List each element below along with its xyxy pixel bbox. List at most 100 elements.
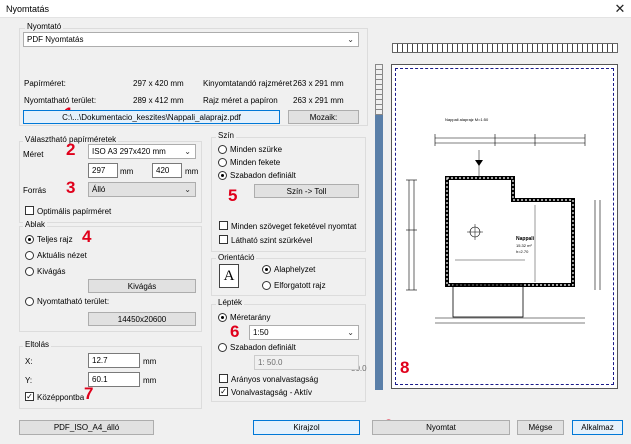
- cut-radio[interactable]: [25, 267, 34, 276]
- paper-size-select-value: ISO A3 297x420 mm: [92, 147, 166, 156]
- room-height: h=2.70: [516, 249, 529, 254]
- callout-8: 8: [400, 358, 410, 377]
- source-select-value: Álló: [92, 185, 106, 194]
- print-button[interactable]: Nyomtat: [372, 420, 510, 435]
- paper-height-unit: mm: [185, 167, 199, 176]
- callout-3: 3: [66, 178, 76, 197]
- linewidth-active-label: Vonalvastagság - Aktív: [231, 388, 312, 397]
- color-group: [211, 137, 366, 252]
- color-group-label: Szín: [216, 131, 237, 140]
- preset-button[interactable]: PDF_ISO_A4_álló: [19, 420, 154, 435]
- layers-gray-label: Látható szint szürkével: [231, 236, 313, 245]
- chevron-down-icon: ⌄: [184, 147, 191, 156]
- cancel-button[interactable]: Mégse: [517, 420, 564, 435]
- orientation-basic-label: Alaphelyzet: [274, 265, 316, 274]
- window-group-label: Ablak: [23, 220, 48, 229]
- full-drawing-radio[interactable]: [25, 235, 34, 244]
- apply-button[interactable]: Alkalmaz: [572, 420, 623, 435]
- callout-6: 6: [230, 322, 240, 341]
- layers-gray-checkbox[interactable]: [219, 235, 228, 244]
- callout-5: 5: [228, 186, 238, 205]
- window-group: [19, 226, 202, 332]
- printable-area-value: 289 x 412 mm: [133, 96, 184, 105]
- callout-7: 7: [84, 384, 94, 403]
- scale-group: [211, 304, 366, 402]
- offset-y-label: Y:: [25, 376, 33, 385]
- offset-y-input[interactable]: 60.1: [88, 372, 140, 387]
- draw-button[interactable]: Kirajzol: [253, 420, 360, 435]
- source-label: Forrás: [23, 186, 47, 195]
- plan-on-paper-label: Rajz méret a papíron: [203, 96, 278, 105]
- offset-x-unit: mm: [143, 357, 157, 366]
- printer-select[interactable]: PDF Nyomtatás ⌄: [23, 32, 359, 47]
- custom-scale-label: Szabadon definiált: [230, 343, 296, 352]
- orientation-rotated-radio[interactable]: [262, 281, 271, 290]
- all-black-label: Minden fekete: [230, 158, 281, 167]
- close-icon[interactable]: ✕: [614, 1, 626, 16]
- source-select[interactable]: Álló ⌄: [88, 182, 196, 197]
- current-view-radio[interactable]: [25, 251, 34, 260]
- all-text-black-label: Minden szöveget feketével nyomtat: [231, 222, 357, 231]
- custom-color-label: Szabadon definiált: [230, 171, 296, 180]
- chevron-down-icon: ⌄: [347, 328, 354, 337]
- ratio-select[interactable]: 1:50 ⌄: [249, 325, 359, 340]
- custom-scale-field[interactable]: 1: 50.0: [254, 355, 359, 370]
- printable-area-radio-label: Nyomtatható terület:: [37, 297, 110, 306]
- printable-area-frame: [395, 68, 614, 385]
- offset-y-unit: mm: [143, 376, 157, 385]
- preview-scrollbar-thumb[interactable]: [375, 115, 383, 390]
- orientation-group: [211, 258, 366, 296]
- window-title: Nyomtatás: [6, 4, 50, 14]
- paper-size-select[interactable]: ISO A3 297x420 mm ⌄: [88, 144, 196, 159]
- full-drawing-label: Teljes rajz: [37, 235, 73, 244]
- custom-scale-radio[interactable]: [218, 343, 227, 352]
- room-area: 15.32 m²: [516, 243, 532, 248]
- offset-x-label: X:: [25, 357, 33, 366]
- scale-group-label: Lépték: [216, 298, 245, 307]
- preview-top-ruler[interactable]: [392, 43, 618, 53]
- optimal-size-checkbox[interactable]: [25, 206, 34, 215]
- paper-height-input[interactable]: 420: [152, 163, 182, 178]
- paper-size-value: 297 x 420 mm: [133, 79, 184, 88]
- floor-plan-drawing: [406, 134, 601, 324]
- all-gray-label: Minden szürke: [230, 145, 283, 154]
- callout-4: 4: [82, 227, 92, 246]
- chevron-down-icon: ⌄: [184, 185, 191, 194]
- all-black-radio[interactable]: [218, 158, 227, 167]
- cut-label: Kivágás: [37, 267, 66, 276]
- printable-area-radio[interactable]: [25, 297, 34, 306]
- printer-group: [19, 28, 368, 126]
- orientation-rotated-label: Elforgatott rajz: [274, 281, 326, 290]
- cut-button[interactable]: Kivágás: [88, 279, 196, 293]
- pdf-path-button[interactable]: C:\...\Dokumentacio_keszites\Nappali_ala…: [23, 110, 280, 124]
- printable-area-button[interactable]: 14450x20600: [88, 312, 196, 326]
- paper-width-unit: mm: [120, 167, 134, 176]
- size-label: Méret: [23, 150, 44, 159]
- custom-color-radio[interactable]: [218, 171, 227, 180]
- offset-x-input[interactable]: 12.7: [88, 353, 140, 368]
- paper-size-label: Papírméret:: [24, 79, 66, 88]
- print-preview-page: [391, 64, 618, 389]
- callout-2: 2: [66, 140, 76, 159]
- plan-title: Nappali alaprajz M=1:50: [445, 117, 489, 122]
- room-name: Nappali: [516, 236, 535, 242]
- printer-select-value: PDF Nyomtatás: [27, 35, 84, 44]
- all-gray-radio[interactable]: [218, 145, 227, 154]
- ratio-radio[interactable]: [218, 313, 227, 322]
- printer-group-label: Nyomtató: [25, 22, 64, 31]
- current-view-label: Aktuális nézet: [37, 251, 87, 260]
- all-text-black-checkbox[interactable]: [219, 221, 228, 230]
- center-checkbox[interactable]: ✓: [25, 392, 34, 401]
- mosaic-button[interactable]: Mozaik:: [288, 110, 359, 124]
- orientation-group-label: Orientáció: [216, 253, 257, 262]
- linewidth-active-checkbox[interactable]: ✓: [219, 387, 228, 396]
- ratio-label: Méretarány: [230, 313, 271, 322]
- orientation-basic-radio[interactable]: [262, 265, 271, 274]
- print-plan-label: Kinyomtatandó rajzméret: [203, 79, 292, 88]
- color-to-pen-button[interactable]: Szín -> Toll: [254, 184, 359, 198]
- paper-group-label: Választható papírméretek: [23, 135, 119, 144]
- proportional-linewidth-label: Arányos vonalvastagság: [231, 375, 319, 384]
- paper-width-input[interactable]: 297: [88, 163, 118, 178]
- proportional-linewidth-checkbox[interactable]: [219, 374, 228, 383]
- print-plan-value: 263 x 291 mm: [293, 79, 344, 88]
